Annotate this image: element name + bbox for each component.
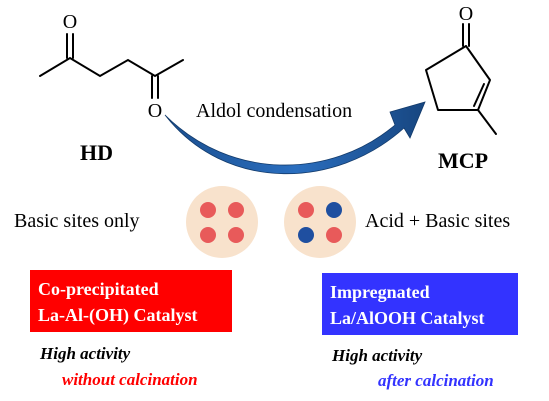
- basic-site-dot: [228, 227, 244, 243]
- left-catalyst-line1: Co-precipitated: [38, 279, 159, 299]
- left-catalyst-line2: La-Al-(OH) Catalyst: [38, 305, 198, 325]
- reaction-process-label: Aldol condensation: [196, 100, 353, 122]
- basic-site-dot: [200, 227, 216, 243]
- left-activity-line2: without calcination: [62, 370, 198, 389]
- right-catalyst-line2: La/AlOOH Catalyst: [330, 308, 485, 328]
- hd-oxygen-2: O: [148, 100, 162, 122]
- right-catalyst-line1: Impregnated: [330, 282, 430, 302]
- basic-site-dot: [200, 202, 216, 218]
- mcp-oxygen: O: [459, 3, 473, 25]
- acid-site-dot: [298, 227, 314, 243]
- basic-sites-disc: [186, 186, 258, 258]
- acid-site-dot: [326, 202, 342, 218]
- basic-site-dot: [228, 202, 244, 218]
- hd-molecule-structure: [39, 33, 184, 99]
- right-activity-line2: after calcination: [378, 371, 494, 390]
- basic-site-dot: [326, 227, 342, 243]
- basic-site-dot: [298, 202, 314, 218]
- acid-basic-sites-disc: [284, 186, 356, 258]
- left-sites-label: Basic sites only: [14, 210, 140, 232]
- reaction-arrow: [164, 101, 426, 175]
- hd-oxygen-1: O: [63, 11, 77, 33]
- impregnated-catalyst-box: Impregnated La/AlOOH Catalyst: [322, 273, 518, 335]
- right-sites-label: Acid + Basic sites: [365, 210, 511, 232]
- right-activity-line1: High activity: [332, 346, 423, 365]
- left-activity-line1: High activity: [40, 344, 131, 363]
- co-precipitated-catalyst-box: Co-precipitated La-Al-(OH) Catalyst: [30, 270, 232, 332]
- product-label: MCP: [438, 148, 489, 173]
- mcp-molecule-structure: [425, 23, 497, 135]
- reactant-label: HD: [80, 140, 113, 165]
